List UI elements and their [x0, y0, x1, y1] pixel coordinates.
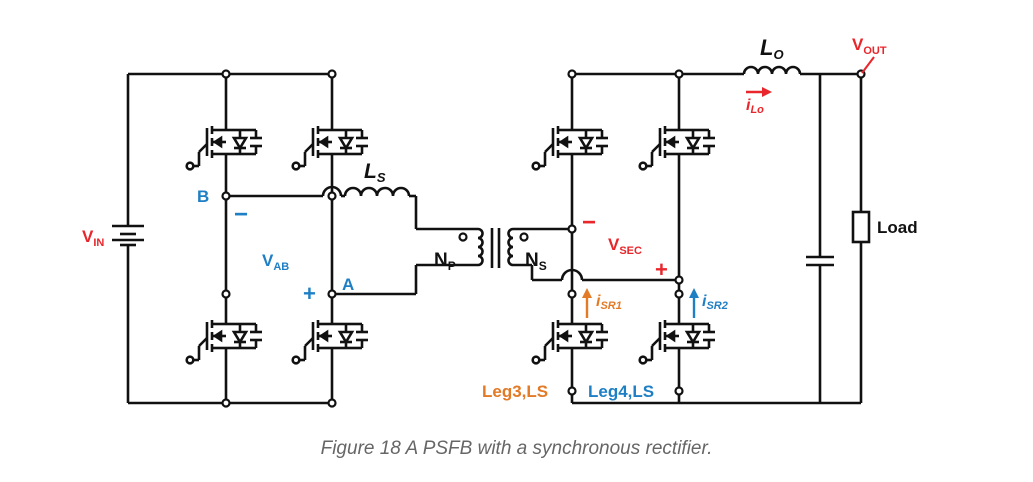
ilo-label: iLo	[746, 97, 764, 116]
primary-mosfet-q2	[291, 98, 370, 182]
vab-plus-sign: +	[303, 281, 316, 306]
vin-label: VIN	[82, 227, 104, 249]
ns-label: NS	[525, 250, 547, 273]
lo-label: LO	[760, 35, 784, 62]
load-label: Load	[877, 218, 918, 237]
node-b-label: B	[197, 187, 209, 206]
node-a-label: A	[342, 275, 354, 294]
vsec-minus-sign: −	[582, 209, 596, 236]
primary-mosfet-q1	[185, 98, 264, 182]
ilo-arrow	[746, 87, 772, 97]
leg3-label: Leg3,LS	[482, 382, 548, 401]
vsec-label: VSEC	[608, 235, 642, 257]
isr1-label: iSR1	[596, 293, 622, 312]
vab-minus-sign: −	[234, 201, 248, 228]
vout-label: VOUT	[852, 35, 887, 57]
vab-label: VAB	[262, 251, 289, 273]
sync-rectifier-mosfet-1	[531, 98, 610, 182]
isr2-arrow	[689, 288, 699, 318]
leg4-label: Leg4,LS	[588, 382, 654, 401]
sync-rectifier-mosfet-2	[638, 98, 717, 182]
vout-pointer	[861, 56, 875, 74]
np-label: NP	[434, 250, 456, 273]
junction-dots	[221, 69, 866, 408]
circuit-wiring	[112, 65, 871, 405]
ls-label: LS	[364, 160, 386, 185]
vsec-plus-sign: +	[655, 257, 668, 282]
isr2-label: iSR2	[702, 293, 728, 312]
transformer-dots	[458, 232, 529, 242]
primary-mosfet-q3	[185, 292, 264, 376]
figure-caption: Figure 18 A PSFB with a synchronous rect…	[320, 438, 713, 459]
isr1-arrow	[582, 288, 592, 318]
primary-mosfet-q4	[291, 292, 370, 376]
